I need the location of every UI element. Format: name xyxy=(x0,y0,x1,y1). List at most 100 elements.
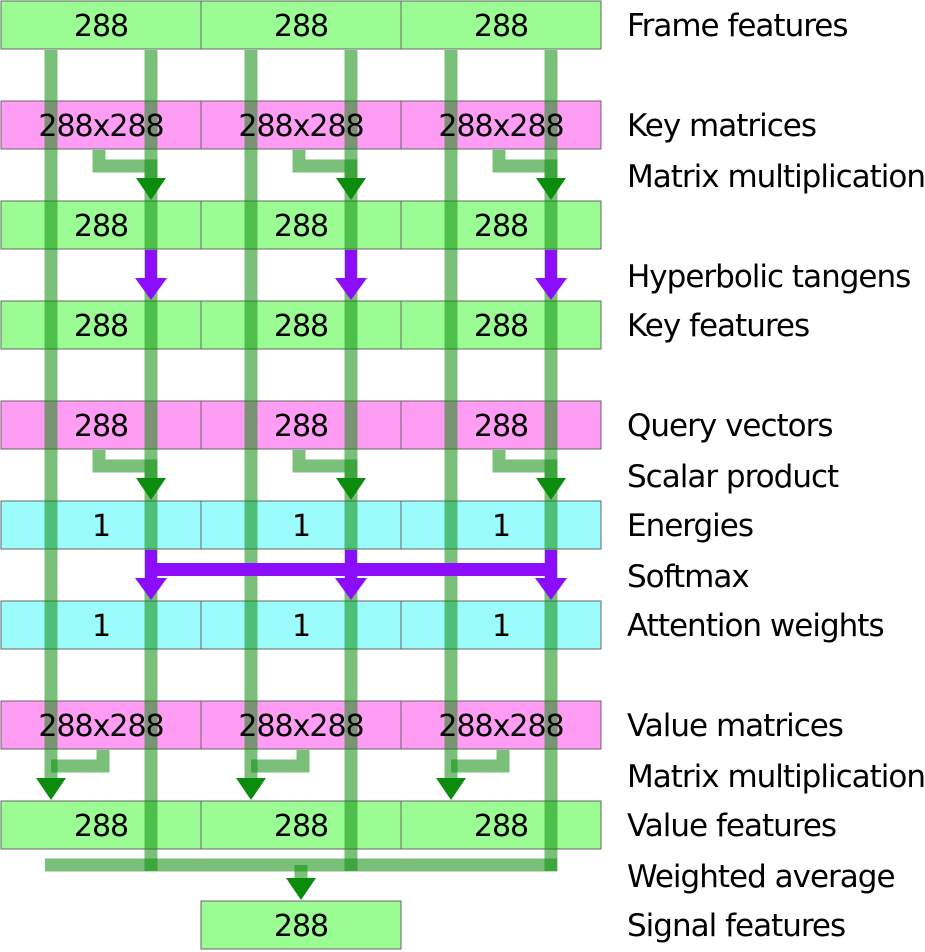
cell-query-vectors-1: 288 xyxy=(74,409,128,444)
green-arrowhead-key-matmul-1 xyxy=(136,178,166,200)
box-frame-features-1 xyxy=(0,0,202,50)
cell-frame-features-2: 288 xyxy=(274,9,328,44)
cell-query-vectors-2: 288 xyxy=(274,409,328,444)
text-layer: 288 288 288 Frame features 288x288 288x288 288… xyxy=(38,8,925,944)
green-elbow-key-matmul-2 xyxy=(292,150,358,178)
box-key-features-1 xyxy=(0,300,202,350)
label-frame-features: Frame features xyxy=(627,8,848,44)
purple-arrowhead-tanh-2 xyxy=(335,278,367,300)
box-key-matrices-2 xyxy=(200,100,402,150)
label-scalar-product: Scalar product xyxy=(627,459,839,495)
cell-value-matrices-1: 288x288 xyxy=(38,709,163,744)
box-frame-features-3 xyxy=(400,0,602,50)
cell-value-features-3: 288 xyxy=(474,809,528,844)
box-key-matmul-features-1 xyxy=(0,200,202,250)
green-arrowhead-value-matmul-1 xyxy=(36,778,66,800)
label-weighted-average: Weighted average xyxy=(627,859,895,895)
box-energies-2 xyxy=(200,500,402,550)
label-key-matrix-multiplication: Matrix multiplication xyxy=(627,159,925,195)
cell-key-matrices-1: 288x288 xyxy=(38,109,163,144)
green-arrowhead-signal xyxy=(286,878,316,900)
label-query-vectors: Query vectors xyxy=(627,408,833,444)
arrows-layer xyxy=(36,50,567,900)
cell-key-features-3: 288 xyxy=(474,309,528,344)
purple-arrowhead-tanh-1 xyxy=(135,278,167,300)
cell-value-matrices-2: 288x288 xyxy=(238,709,363,744)
purple-arrowhead-softmax-2 xyxy=(335,578,367,600)
box-signal-features-1 xyxy=(200,900,402,950)
box-value-features-3 xyxy=(400,800,602,850)
green-arrowhead-scalar-product-3 xyxy=(536,478,566,500)
purple-arrowhead-softmax-1 xyxy=(135,578,167,600)
box-value-matrices-3 xyxy=(400,700,602,750)
cell-attention-weights-1: 1 xyxy=(92,609,110,644)
purple-arrowhead-softmax-3 xyxy=(535,578,567,600)
box-query-vectors-3 xyxy=(400,400,602,450)
box-attention-weights-2 xyxy=(200,600,402,650)
cell-value-features-2: 288 xyxy=(274,809,328,844)
box-query-vectors-1 xyxy=(0,400,202,450)
cell-signal-features-1: 288 xyxy=(274,909,328,944)
purple-shaft-tanh-1 xyxy=(145,250,157,280)
cell-energies-3: 1 xyxy=(492,509,510,544)
box-energies-3 xyxy=(400,500,602,550)
label-attention-weights: Attention weights xyxy=(627,608,884,644)
label-key-features: Key features xyxy=(627,308,809,344)
label-value-matrix-multiplication: Matrix multiplication xyxy=(627,759,925,795)
cell-key-matmul-features-2: 288 xyxy=(274,209,328,244)
green-arrowhead-scalar-product-2 xyxy=(336,478,366,500)
box-key-matmul-features-3 xyxy=(400,200,602,250)
box-attention-weights-1 xyxy=(0,600,202,650)
green-elbow-value-matmul-1 xyxy=(51,750,110,773)
label-signal-features: Signal features xyxy=(627,908,845,944)
label-energies: Energies xyxy=(627,508,753,544)
green-arrowhead-key-matmul-3 xyxy=(536,178,566,200)
green-arrowhead-scalar-product-1 xyxy=(136,478,166,500)
label-value-features: Value features xyxy=(627,808,836,844)
purple-arrowhead-tanh-3 xyxy=(535,278,567,300)
green-elbow-scalar-product-1 xyxy=(92,450,158,478)
box-energies-1 xyxy=(0,500,202,550)
box-key-features-3 xyxy=(400,300,602,350)
box-query-vectors-2 xyxy=(200,400,402,450)
cell-attention-weights-2: 1 xyxy=(292,609,310,644)
label-softmax: Softmax xyxy=(627,559,749,595)
box-value-matrices-1 xyxy=(0,700,202,750)
green-elbow-value-matmul-3 xyxy=(451,750,510,773)
cell-key-matrices-3: 288x288 xyxy=(438,109,563,144)
box-key-matmul-features-2 xyxy=(200,200,402,250)
green-arrowhead-value-matmul-3 xyxy=(436,778,466,800)
cell-key-matmul-features-1: 288 xyxy=(74,209,128,244)
cell-key-matrices-2: 288x288 xyxy=(238,109,363,144)
box-value-matrices-2 xyxy=(200,700,402,750)
label-hyperbolic-tangens: Hyperbolic tangens xyxy=(627,259,910,295)
box-key-matrices-1 xyxy=(0,100,202,150)
box-frame-features-2 xyxy=(200,0,402,50)
box-key-matrices-3 xyxy=(400,100,602,150)
cell-energies-2: 1 xyxy=(292,509,310,544)
green-elbow-value-matmul-2 xyxy=(251,750,310,773)
label-key-matrices: Key matrices xyxy=(627,108,816,144)
cell-attention-weights-3: 1 xyxy=(492,609,510,644)
purple-bar-softmax xyxy=(145,563,557,576)
cell-value-matrices-3: 288x288 xyxy=(438,709,563,744)
green-elbow-scalar-product-3 xyxy=(492,450,558,478)
cell-key-features-2: 288 xyxy=(274,309,328,344)
purple-shaft-tanh-3 xyxy=(545,250,557,280)
green-arrowhead-key-matmul-2 xyxy=(336,178,366,200)
green-elbow-key-matmul-3 xyxy=(492,150,558,178)
green-elbow-scalar-product-2 xyxy=(292,450,358,478)
cell-energies-1: 1 xyxy=(92,509,110,544)
green-arrowhead-value-matmul-2 xyxy=(236,778,266,800)
box-attention-weights-3 xyxy=(400,600,602,650)
cell-frame-features-1: 288 xyxy=(74,9,128,44)
cell-query-vectors-3: 288 xyxy=(474,409,528,444)
cell-key-features-1: 288 xyxy=(74,309,128,344)
green-elbow-key-matmul-1 xyxy=(92,150,158,178)
label-value-matrices: Value matrices xyxy=(627,708,843,744)
purple-shaft-tanh-2 xyxy=(345,250,357,280)
cell-frame-features-3: 288 xyxy=(474,9,528,44)
cell-key-matmul-features-3: 288 xyxy=(474,209,528,244)
boxes-layer xyxy=(0,0,602,950)
